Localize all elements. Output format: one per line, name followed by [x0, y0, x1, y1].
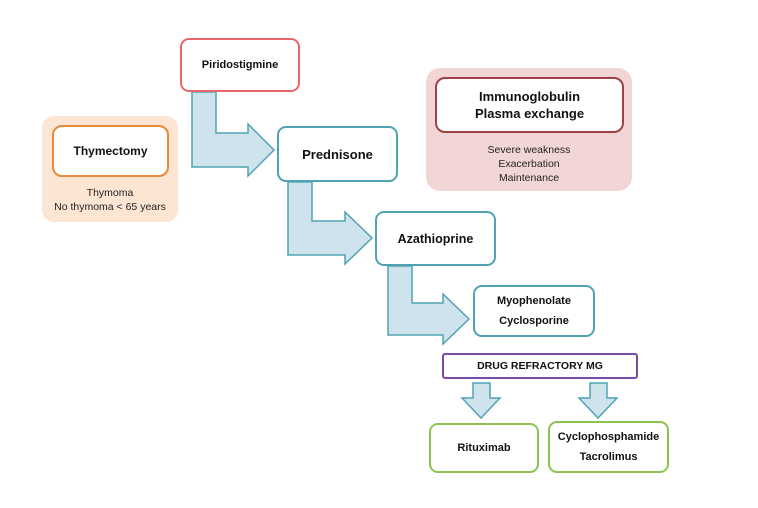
thymectomy-box: Thymectomy	[52, 125, 169, 177]
rituximab-box: Rituximab	[429, 423, 539, 473]
immunoglobulin-notes: Severe weakness Exacerbation Maintenance	[426, 143, 632, 185]
arrow-down-to-rituximab	[460, 382, 502, 420]
myophenolate-label: Myophenolate	[497, 295, 571, 307]
cyclophosphamide-label: Cyclophosphamide	[557, 431, 660, 443]
thymectomy-title: Thymectomy	[73, 144, 148, 158]
arrow-piridostigmine-to-prednisone	[191, 91, 276, 178]
tacrolimus-label: Tacrolimus	[579, 451, 638, 463]
piridostigmine-label: Piridostigmine	[201, 59, 279, 71]
arrow-down-to-cyclophosphamide	[577, 382, 619, 420]
immunoglobulin-note-3: Maintenance	[498, 172, 560, 184]
myophenolate-box: Myophenolate Cyclosporine	[473, 285, 595, 337]
cyclophosphamide-box: Cyclophosphamide Tacrolimus	[548, 421, 669, 473]
thymectomy-notes: Thymoma No thymoma < 65 years	[42, 186, 178, 214]
drug-refractory-box: DRUG REFRACTORY MG	[442, 353, 638, 379]
immunoglobulin-note-1: Severe weakness	[487, 144, 571, 156]
thymectomy-note-1: Thymoma	[86, 187, 134, 199]
immunoglobulin-title-1: Immunoglobulin	[478, 89, 581, 104]
immunoglobulin-title-2: Plasma exchange	[474, 106, 585, 121]
azathioprine-box: Azathioprine	[375, 211, 496, 266]
immunoglobulin-note-2: Exacerbation	[498, 158, 560, 170]
prednisone-box: Prednisone	[277, 126, 398, 182]
cyclosporine-label: Cyclosporine	[499, 315, 569, 327]
immunoglobulin-box: Immunoglobulin Plasma exchange	[435, 77, 624, 133]
piridostigmine-box: Piridostigmine	[180, 38, 300, 92]
azathioprine-label: Azathioprine	[397, 231, 474, 246]
arrow-azathioprine-to-myophenolate	[387, 265, 471, 346]
prednisone-label: Prednisone	[302, 146, 373, 162]
arrow-prednisone-to-azathioprine	[287, 181, 374, 266]
thymectomy-note-2: No thymoma < 65 years	[54, 201, 166, 213]
drug-refractory-label: DRUG REFRACTORY MG	[477, 360, 603, 372]
rituximab-label: Rituximab	[457, 442, 511, 454]
